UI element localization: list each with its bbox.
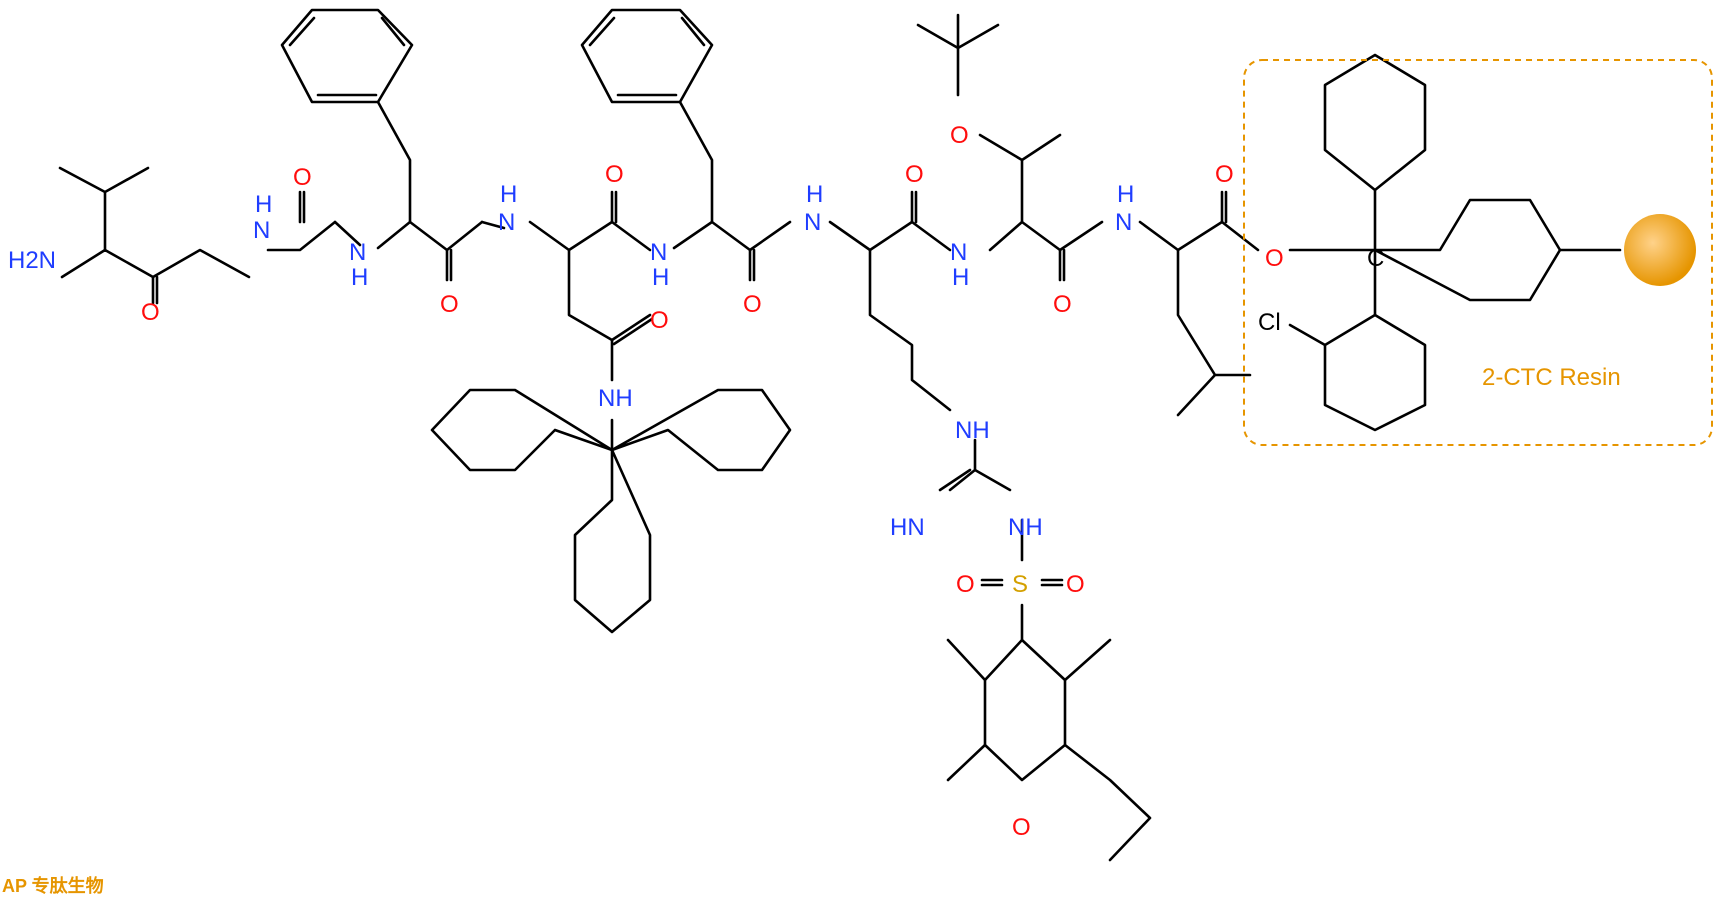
nh-label: H [1117, 181, 1134, 208]
atom-labels: H2N O H N O N H O H N O O NH N H O H N O… [8, 122, 1384, 841]
nh-label: H [952, 264, 969, 291]
chlorine-label: Cl [1258, 309, 1281, 336]
nh-label: NH [955, 417, 990, 444]
h2n-label: H2N [8, 247, 56, 274]
nh-label: H [351, 264, 368, 291]
bonds [58, 8, 1622, 862]
oxygen-label: O [905, 161, 924, 188]
resin-label: 2-CTC Resin [1482, 364, 1621, 391]
nh-label: H [255, 191, 272, 218]
nitrogen-label: N [804, 209, 821, 236]
sulfur-label: S [1012, 571, 1028, 598]
carbon-label: C [1367, 245, 1384, 272]
oxygen-label: O [141, 299, 160, 326]
nitrogen-label: N [1115, 209, 1132, 236]
oxygen-label: O [1012, 814, 1031, 841]
oxygen-label: O [1066, 571, 1085, 598]
nh-label: H [806, 181, 823, 208]
hn-label: HN [890, 514, 925, 541]
oxygen-label: O [950, 122, 969, 149]
nh-label: NH [598, 385, 633, 412]
resin-bead [1624, 214, 1696, 286]
nitrogen-label: N [253, 217, 270, 244]
oxygen-label: O [956, 571, 975, 598]
oxygen-label: O [605, 161, 624, 188]
nh-label: H [500, 181, 517, 208]
nitrogen-label: N [498, 209, 515, 236]
oxygen-label: O [743, 291, 762, 318]
oxygen-label: O [293, 164, 312, 191]
nitrogen-label: N [950, 239, 967, 266]
nitrogen-label: N [650, 239, 667, 266]
nitrogen-label: N [349, 239, 366, 266]
nh-label: H [652, 264, 669, 291]
oxygen-label: O [1215, 161, 1234, 188]
oxygen-label: O [1053, 291, 1072, 318]
oxygen-label: O [650, 307, 669, 334]
watermark: AP 专肽生物 [2, 875, 104, 895]
oxygen-label: O [440, 291, 459, 318]
nh-label: NH [1008, 514, 1043, 541]
oxygen-label: O [1265, 245, 1284, 272]
